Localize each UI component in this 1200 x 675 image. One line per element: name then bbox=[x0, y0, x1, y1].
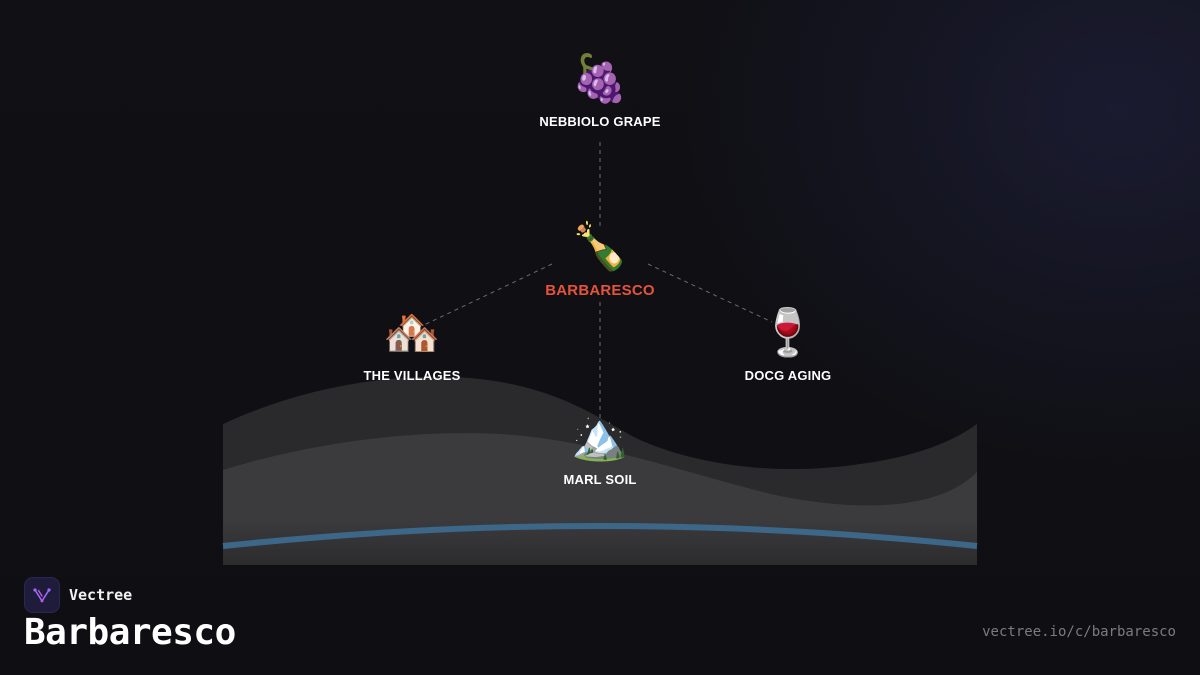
brand[interactable]: Vectree bbox=[24, 577, 132, 613]
grapes-icon: 🍇 bbox=[571, 51, 629, 105]
node-marl-soil[interactable]: 🏔️ MARL SOIL bbox=[563, 408, 636, 487]
node-nebbiolo-grape[interactable]: 🍇 NEBBIOLO GRAPE bbox=[539, 50, 660, 129]
connector-aging bbox=[647, 263, 773, 323]
node-label: NEBBIOLO GRAPE bbox=[539, 114, 661, 129]
wine-glass-icon: 🍷 bbox=[759, 305, 817, 359]
node-label: MARL SOIL bbox=[563, 472, 637, 487]
vectree-logo-icon bbox=[24, 577, 60, 613]
node-label: DOCG AGING bbox=[744, 368, 832, 383]
houses-icon: 🏘️ bbox=[383, 305, 441, 359]
mountain-icon: 🏔️ bbox=[571, 409, 629, 463]
node-docg-aging[interactable]: 🍷 DOCG AGING bbox=[745, 304, 832, 383]
page-title: Barbaresco bbox=[24, 612, 236, 653]
center-label: BARBARESCO bbox=[545, 282, 655, 299]
brand-name: Vectree bbox=[69, 586, 133, 604]
page-url[interactable]: vectree.io/c/barbaresco bbox=[982, 624, 1176, 640]
champagne-bottle-icon: 🍾 bbox=[571, 219, 629, 273]
node-barbaresco[interactable]: 🍾 BARBARESCO bbox=[545, 218, 655, 299]
river bbox=[222, 522, 978, 549]
node-the-villages[interactable]: 🏘️ THE VILLAGES bbox=[363, 304, 460, 383]
node-label: THE VILLAGES bbox=[363, 368, 461, 383]
